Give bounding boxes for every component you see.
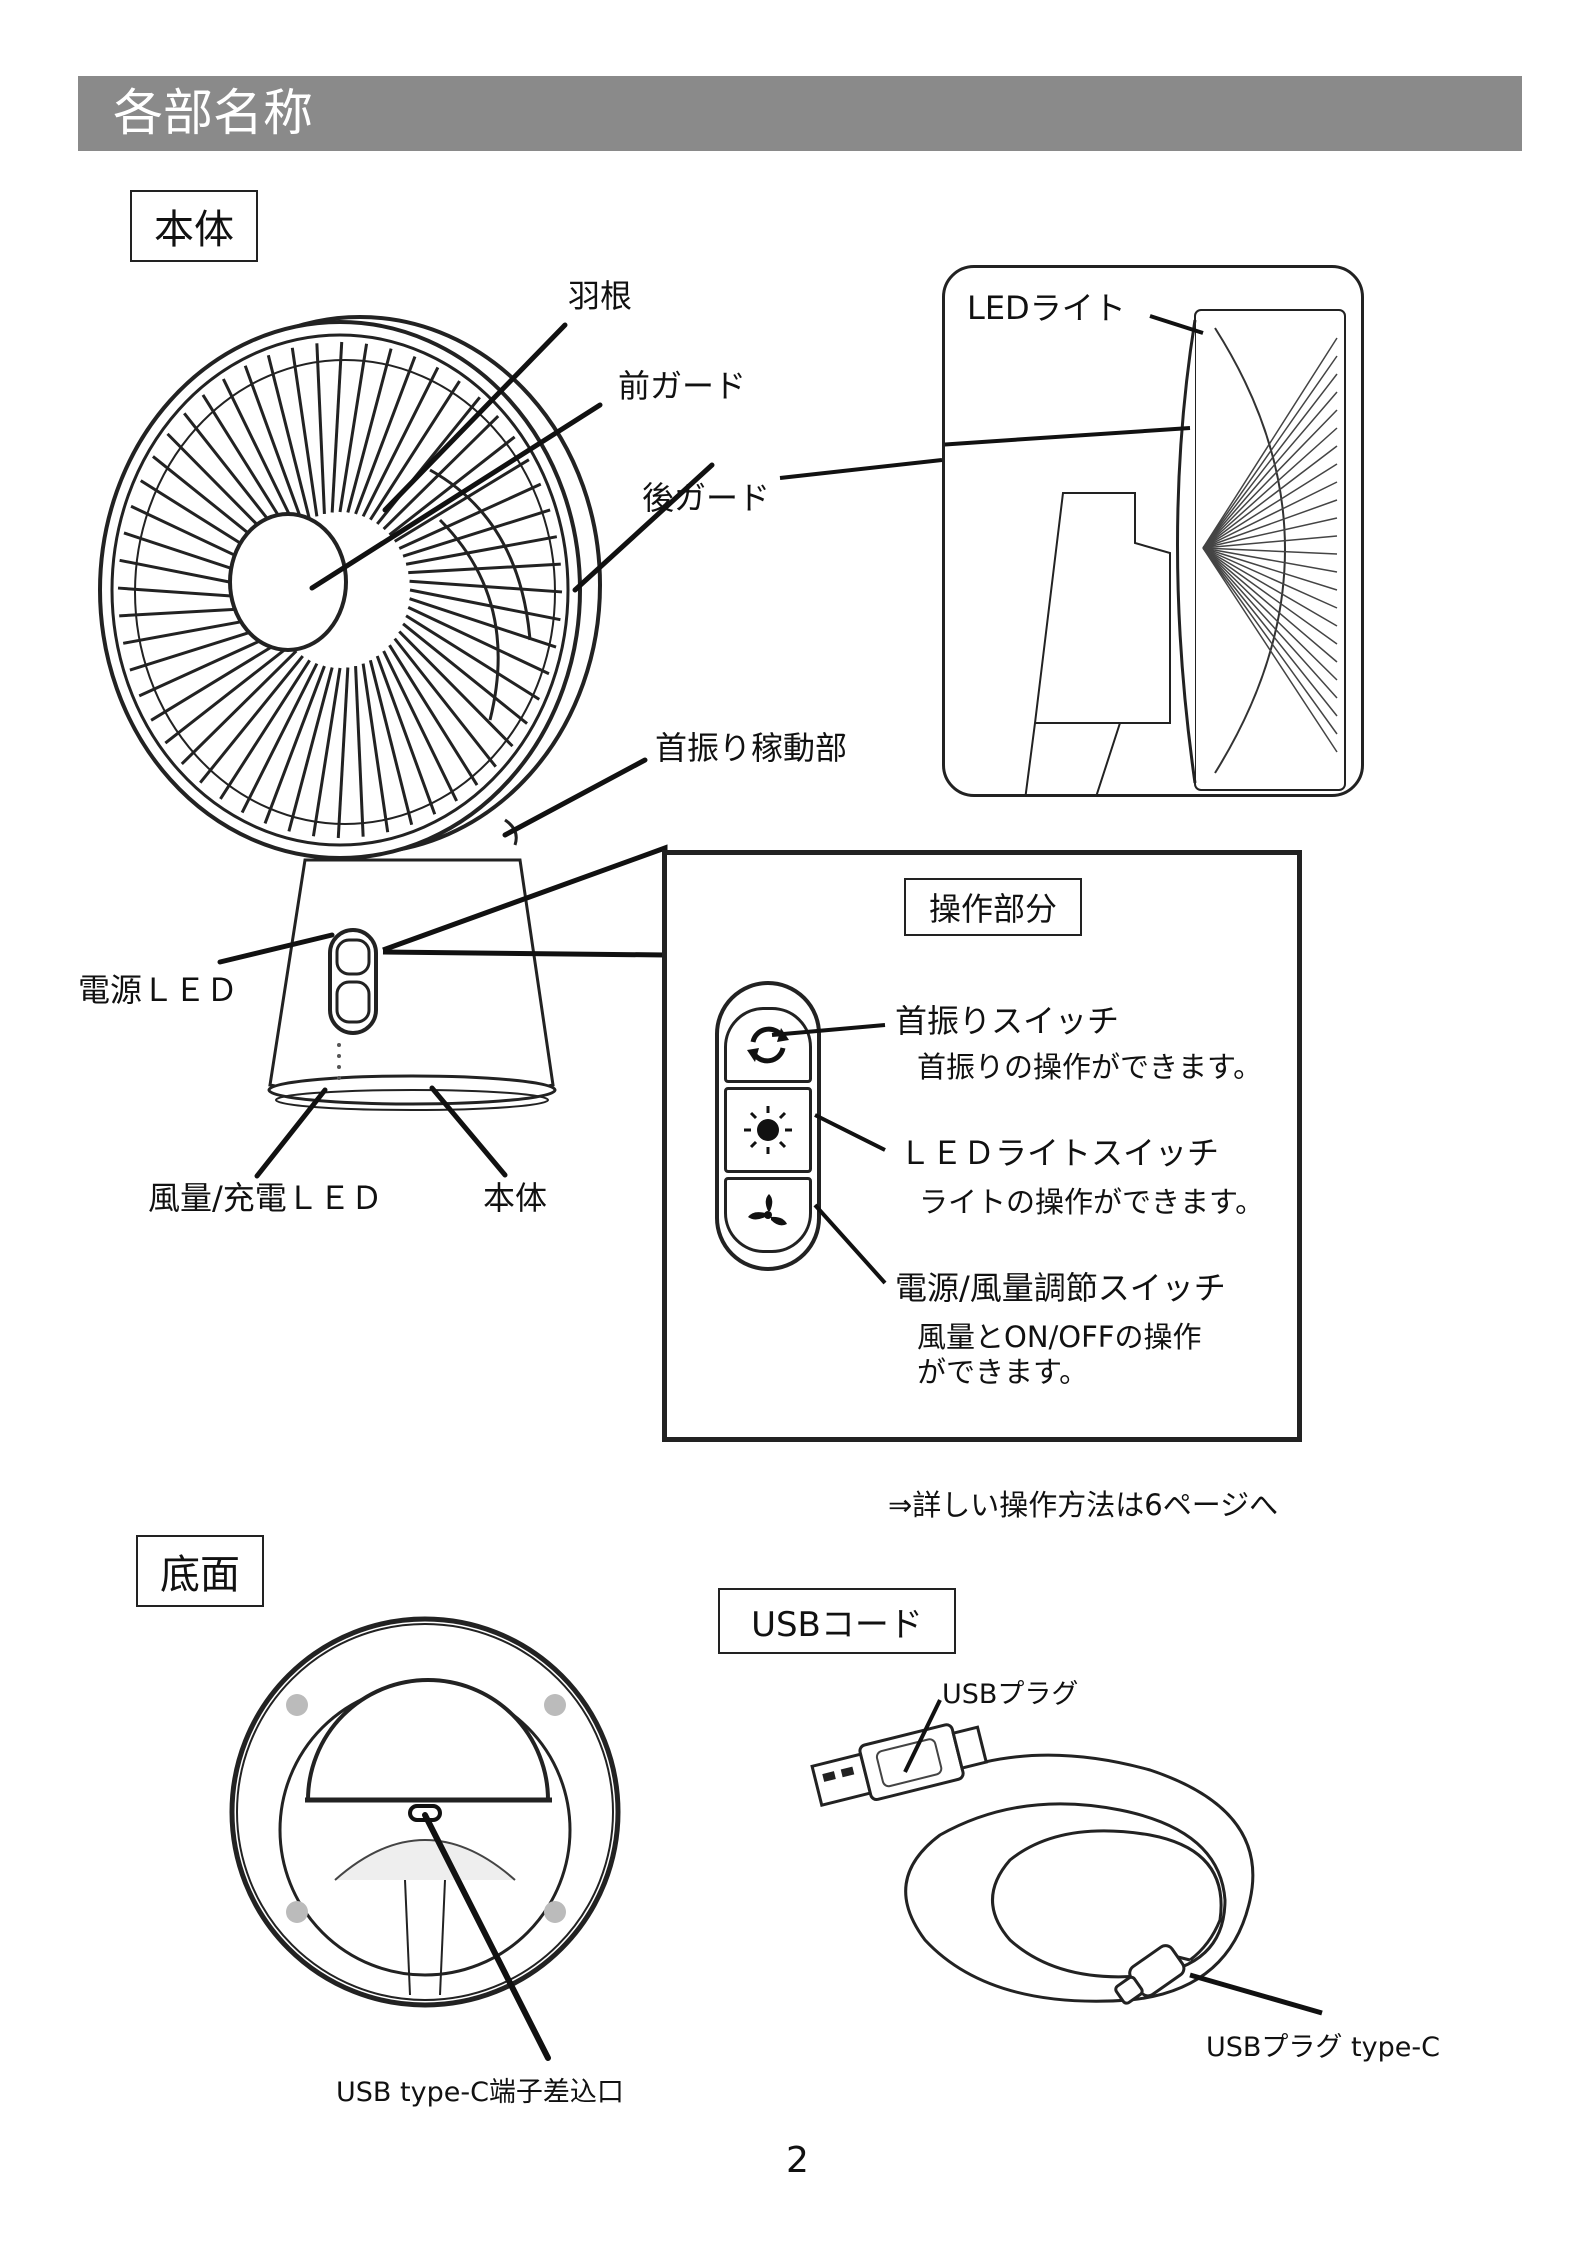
label-usb-plug: USBプラグ [942,1672,1078,1711]
page-number: 2 [786,2140,809,2181]
label-usb-plug-c: USBプラグ type-C [1206,2025,1440,2064]
